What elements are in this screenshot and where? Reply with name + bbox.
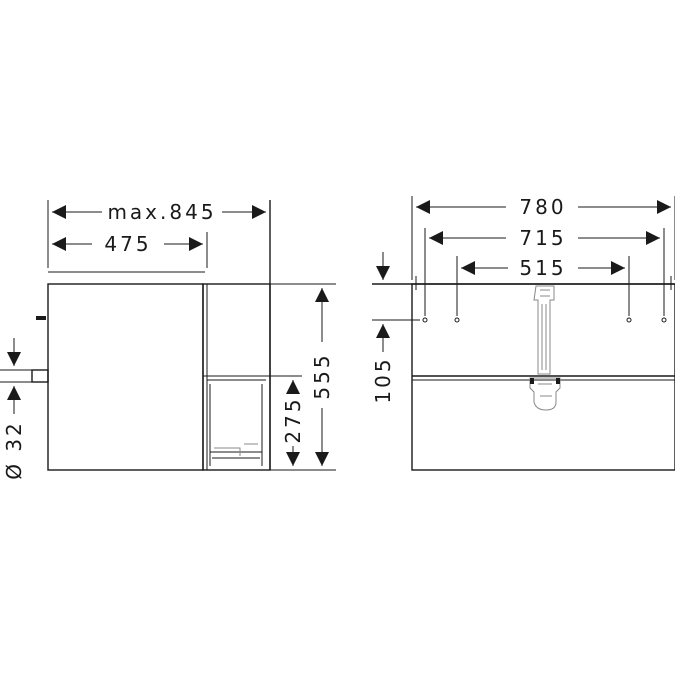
mount-hole-outer-left [422, 317, 428, 323]
siphon-trap [529, 285, 561, 411]
front-view: 780 715 515 105 [371, 195, 675, 471]
cabinet-inner [202, 283, 271, 471]
drain-diameter-label: Ø 32 [2, 420, 26, 480]
tap-hole [36, 316, 46, 320]
cabinet-front [411, 283, 675, 471]
max-depth-label: max.845 [107, 200, 216, 224]
mount-hole-inner-left [454, 317, 460, 323]
inner-hole-spacing-label: 515 [519, 256, 566, 280]
width-label: 780 [519, 195, 566, 219]
drain-pipe [31, 369, 49, 383]
drawer-detail [207, 379, 266, 466]
drawer-height-label: 275 [281, 396, 305, 443]
height-label: 555 [310, 352, 334, 399]
top-to-holes-label: 105 [371, 356, 395, 403]
side-view: max.845 475 555 275 Ø 32 [0, 200, 336, 480]
depth-label: 475 [104, 232, 151, 256]
cabinet-side [47, 283, 204, 471]
mount-hole-inner-right [626, 317, 632, 323]
mount-hole-outer-right [661, 317, 667, 323]
outer-hole-spacing-label: 715 [519, 226, 566, 250]
